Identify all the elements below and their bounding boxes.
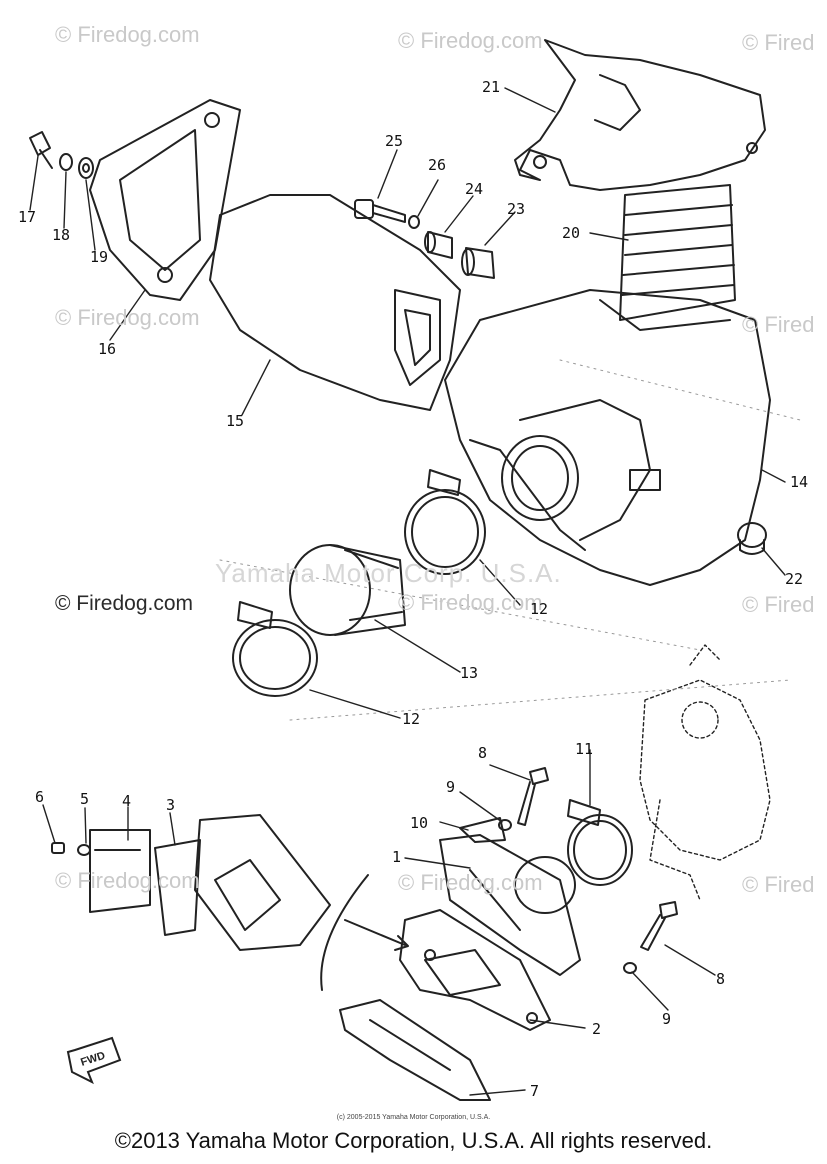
part-number-20: 20	[562, 224, 581, 242]
explode-arrow-line	[344, 919, 406, 946]
bellows-duct-part	[619, 184, 736, 321]
part-number-12-upper: 12	[530, 600, 549, 618]
reed-plates-part	[51, 814, 331, 951]
bolt-washer-set-17-19	[29, 131, 94, 179]
part-number-9-lower: 9	[662, 1010, 672, 1028]
forward-arrow-icon: FWD	[66, 1036, 122, 1085]
watermark-site-6: © Firedog.com	[55, 592, 194, 615]
part-number-6: 6	[35, 788, 45, 806]
part-number-15: 15	[226, 412, 245, 430]
air-duct-cap-part	[514, 39, 766, 191]
part-number-9-upper: 9	[446, 778, 456, 796]
part-number-11: 11	[575, 740, 594, 758]
part-number-25: 25	[385, 132, 404, 150]
watermark-site-10: © Firedog.com	[398, 870, 543, 895]
part-number-14: 14	[790, 473, 809, 491]
air-box-part	[444, 289, 771, 586]
watermark-site-9: © Firedog.com	[55, 868, 200, 893]
part-number-10: 10	[410, 814, 429, 832]
part-number-22: 22	[785, 570, 804, 588]
hose-clamp-11-part	[567, 799, 633, 886]
part-number-5: 5	[80, 790, 90, 808]
part-number-16: 16	[98, 340, 117, 358]
reed-valve-assembly-part	[399, 909, 551, 1031]
gasket-part	[339, 999, 491, 1101]
watermark-site-7: © Firedog.com	[398, 590, 543, 615]
watermark-site-11: © Fired	[742, 872, 815, 897]
small-copyright: (c) 2005-2015 Yamaha Motor Corporation, …	[336, 1114, 491, 1121]
explode-arrow-head	[394, 935, 409, 951]
explode-bracket-line	[320, 874, 369, 991]
part-number-7: 7	[530, 1082, 540, 1100]
leader-lines	[29, 87, 786, 1096]
intake-manifold-part	[439, 834, 581, 976]
washer-9-lower	[623, 962, 637, 974]
watermark-site-4: © Firedog.com	[55, 305, 200, 330]
bolt-8-lower	[640, 901, 678, 951]
part-number-24: 24	[465, 180, 484, 198]
filter-holder-plate-part	[89, 99, 241, 301]
part-number-8-lower: 8	[716, 970, 726, 988]
air-filter-element-part	[209, 194, 461, 411]
part-number-18: 18	[52, 226, 71, 244]
bolt-collar-set-23-26	[354, 199, 495, 279]
intake-joint-part	[289, 544, 406, 636]
washer-9-upper	[498, 819, 512, 831]
bracket-10	[459, 817, 506, 843]
part-number-13: 13	[460, 664, 479, 682]
assembly-guide-lines	[219, 359, 801, 721]
footer-copyright: ©2013 Yamaha Motor Corporation, U.S.A. A…	[114, 1128, 713, 1153]
watermark-corp: Yamaha Motor Corp. U.S.A.	[215, 558, 562, 588]
part-number-19: 19	[90, 248, 109, 266]
part-number-8-upper: 8	[478, 744, 488, 762]
carburetor-reference	[639, 644, 771, 901]
watermark-site-8: © Fired	[742, 592, 815, 617]
part-number-23: 23	[507, 200, 526, 218]
hose-clamp-lower-part	[232, 601, 318, 697]
hose-clamp-upper-part	[404, 469, 486, 575]
watermark-site-1: © Firedog.com	[55, 22, 200, 47]
part-number-1: 1	[392, 848, 402, 866]
bolt-8-upper	[517, 767, 549, 826]
part-number-26: 26	[428, 156, 447, 174]
watermark-site-3: © Fired	[742, 30, 815, 55]
grommet-part	[737, 522, 767, 555]
part-number-4: 4	[122, 792, 132, 810]
part-number-21: 21	[482, 78, 501, 96]
watermark-site-5: © Fired	[742, 312, 815, 337]
watermark-site-2: © Firedog.com	[398, 28, 543, 53]
part-number-2: 2	[592, 1020, 602, 1038]
part-number-3: 3	[166, 796, 176, 814]
part-number-12-lower: 12	[402, 710, 421, 728]
part-number-17: 17	[18, 208, 37, 226]
